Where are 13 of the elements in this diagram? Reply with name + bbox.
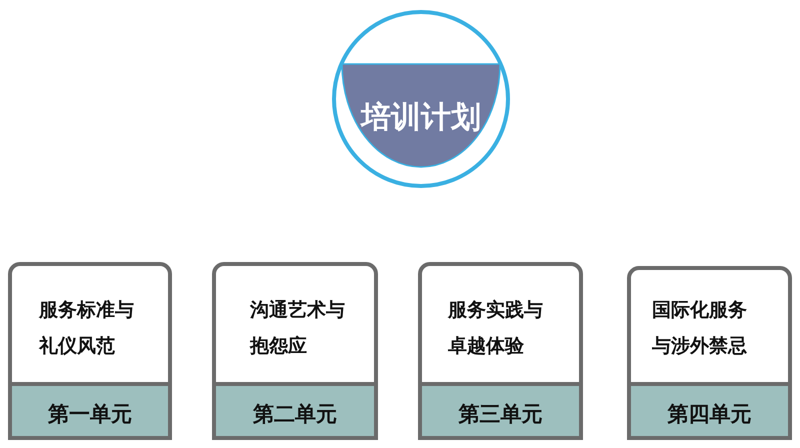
topic-text: 沟通艺术与抱怨应 bbox=[250, 298, 346, 359]
unit-label-band: 第四单元 bbox=[631, 382, 788, 436]
unit-label-band: 第三单元 bbox=[422, 382, 579, 436]
unit-card bbox=[627, 266, 792, 440]
unit-card bbox=[212, 262, 378, 440]
plan-title: 培训计划 bbox=[361, 100, 481, 136]
topic-text: 服务标准与礼仪风范 bbox=[39, 298, 135, 359]
unit-label-band: 第二单元 bbox=[216, 382, 374, 436]
topic-text: 服务实践与卓越体验 bbox=[448, 298, 544, 359]
topic-text: 国际化服务与涉外禁忌 bbox=[652, 298, 748, 359]
unit-card bbox=[8, 262, 172, 440]
unit-label-band: 第一单元 bbox=[12, 382, 168, 436]
unit-card bbox=[418, 262, 583, 440]
